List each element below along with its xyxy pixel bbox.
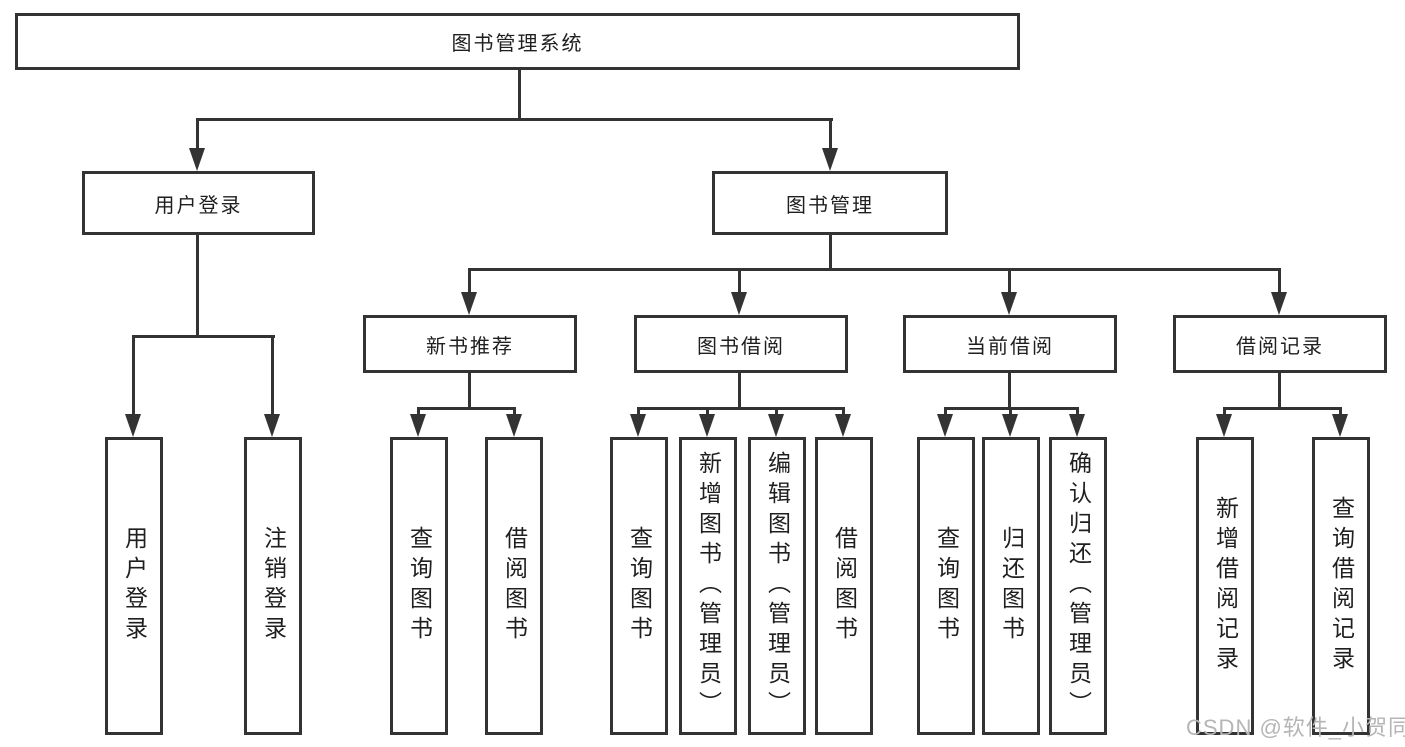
arrow-down-icon — [506, 414, 522, 437]
node-label: 新书推荐 — [426, 335, 514, 358]
connector-stem-leaf — [513, 407, 516, 416]
connector-stem-book-mgmt — [829, 118, 832, 150]
arrow-down-icon — [835, 414, 851, 437]
arrow-down-icon — [461, 292, 477, 315]
node-leaf-return-books: 归还图书 — [982, 437, 1040, 735]
connector-group-stem — [738, 373, 741, 407]
connector-userlogin-hbar — [132, 335, 275, 338]
node-leaf-query-books-2: 查询图书 — [610, 437, 668, 735]
node-book-borrow: 图书借阅 — [634, 315, 848, 373]
connector-stem-l3 — [468, 268, 471, 294]
node-label: 查询借阅记录 — [1328, 496, 1355, 676]
connector-stem-l3 — [1008, 268, 1011, 294]
node-label: 查询图书 — [406, 526, 433, 646]
connector-stem-leaf — [1339, 407, 1342, 416]
connector-stem-leaf — [775, 407, 778, 416]
csdn-watermark: CSDN @软件_小贺同学 — [1186, 715, 1405, 740]
node-leaf-query-books-3: 查询图书 — [917, 437, 975, 735]
connector-stem-leaf — [637, 407, 640, 416]
connector-stem-leaf — [1076, 407, 1079, 416]
arrow-down-icon — [1002, 414, 1018, 437]
arrow-down-icon — [937, 414, 953, 437]
connector-group-stem — [1008, 373, 1011, 407]
node-label: 确认归还（管理员） — [1065, 451, 1092, 721]
connector-stem-leaf — [706, 407, 709, 416]
node-current-borrow: 当前借阅 — [903, 315, 1117, 373]
node-label: 查询图书 — [933, 526, 960, 646]
arrow-down-icon — [630, 414, 646, 437]
node-label: 查询图书 — [626, 526, 653, 646]
node-leaf-logout: 注销登录 — [244, 437, 302, 735]
node-label: 借阅图书 — [831, 526, 858, 646]
node-new-book-recommend: 新书推荐 — [363, 315, 577, 373]
arrow-down-icon — [125, 414, 141, 437]
node-label: 当前借阅 — [966, 335, 1054, 358]
arrow-down-icon — [822, 148, 838, 171]
arrow-down-icon — [1271, 292, 1287, 315]
connector-root-hbar — [196, 118, 833, 121]
node-label: 图书管理 — [786, 194, 874, 217]
node-user-login: 用户登录 — [82, 171, 315, 235]
connector-bookmgmt-hbar — [468, 268, 1281, 271]
node-label: 新增借阅记录 — [1212, 496, 1239, 676]
node-leaf-edit-book-admin: 编辑图书（管理员） — [748, 437, 806, 735]
connector-group-hbar — [417, 407, 516, 410]
arrow-down-icon — [1216, 414, 1232, 437]
node-leaf-user-login: 用户登录 — [105, 437, 163, 735]
node-label: 图书管理系统 — [451, 33, 584, 55]
connector-group-hbar — [637, 407, 845, 410]
arrow-down-icon — [699, 414, 715, 437]
connector-stem-leaf — [417, 407, 420, 416]
node-label: 新增图书（管理员） — [695, 451, 722, 721]
node-leaf-borrow-books-1: 借阅图书 — [485, 437, 543, 735]
connector-stem-l3 — [738, 268, 741, 294]
arrow-down-icon — [189, 148, 205, 171]
node-label: 借阅记录 — [1236, 335, 1324, 358]
arrow-down-icon — [1069, 414, 1085, 437]
connector-stem-leaf — [1223, 407, 1226, 416]
connector-stem-leaf — [132, 335, 135, 415]
node-root-library-system: 图书管理系统 — [15, 13, 1020, 70]
node-borrow-records: 借阅记录 — [1173, 315, 1387, 373]
connector-stem-l3 — [1278, 268, 1281, 294]
connector-stem-leaf — [944, 407, 947, 416]
node-label: 借阅图书 — [501, 526, 528, 646]
arrow-down-icon — [768, 414, 784, 437]
connector-stem-leaf — [271, 335, 274, 415]
arrow-down-icon — [1332, 414, 1348, 437]
node-leaf-add-borrow-record: 新增借阅记录 — [1196, 437, 1254, 735]
connector-root-stem — [518, 70, 521, 118]
node-leaf-add-book-admin: 新增图书（管理员） — [679, 437, 737, 735]
connector-stem-leaf — [1009, 407, 1012, 416]
connector-userlogin-stem — [196, 235, 199, 335]
node-book-management: 图书管理 — [712, 171, 948, 235]
arrow-down-icon — [264, 414, 280, 437]
node-label: 归还图书 — [998, 526, 1025, 646]
node-leaf-query-borrow-record: 查询借阅记录 — [1312, 437, 1370, 735]
node-label: 用户登录 — [154, 194, 243, 217]
connector-stem-user-login — [196, 118, 199, 150]
connector-stem-leaf — [842, 407, 845, 416]
node-label: 注销登录 — [260, 526, 287, 646]
node-label: 编辑图书（管理员） — [764, 451, 791, 721]
arrow-down-icon — [1001, 292, 1017, 315]
node-label: 图书借阅 — [697, 335, 785, 358]
connector-bookmgmt-stem — [829, 235, 832, 268]
node-leaf-borrow-books-2: 借阅图书 — [815, 437, 873, 735]
connector-group-hbar — [1223, 407, 1342, 410]
connector-group-stem — [1278, 373, 1281, 407]
arrow-down-icon — [731, 292, 747, 315]
node-leaf-confirm-return: 确认归还（管理员） — [1049, 437, 1107, 735]
arrow-down-icon — [410, 414, 426, 437]
node-leaf-query-books-1: 查询图书 — [390, 437, 448, 735]
node-label: 用户登录 — [121, 526, 148, 646]
connector-group-stem — [468, 373, 471, 407]
